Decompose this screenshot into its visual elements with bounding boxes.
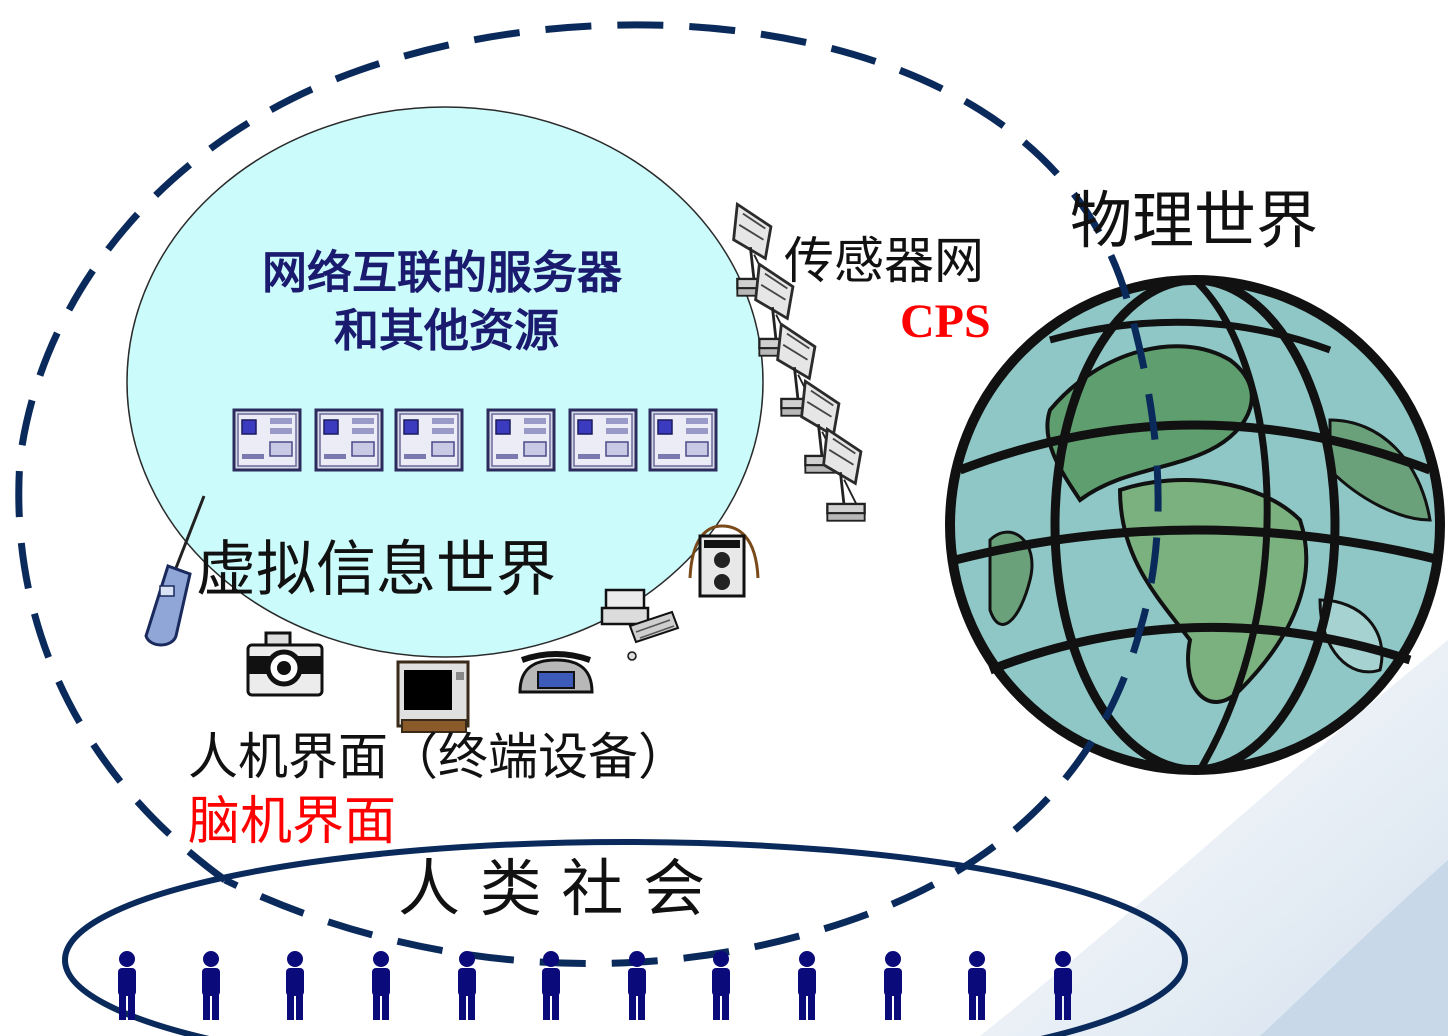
background-swoosh-light bbox=[1260, 860, 1448, 1036]
background-swoosh bbox=[980, 640, 1448, 1036]
person-icon bbox=[118, 951, 136, 1020]
person-icon bbox=[372, 951, 390, 1020]
server-icon bbox=[486, 408, 556, 472]
computer-terminal-icon bbox=[600, 588, 680, 661]
person-icon bbox=[628, 951, 646, 1020]
server-icon bbox=[568, 408, 638, 472]
cps-label: CPS bbox=[900, 295, 991, 348]
server-icon bbox=[232, 408, 302, 472]
cloud-text-line-1: 网络互联的服务器 bbox=[262, 246, 623, 299]
person-icon bbox=[286, 951, 304, 1020]
sensor-network-label: 传感器网 bbox=[784, 232, 984, 290]
human-society-label: 人 类 社 会 bbox=[398, 852, 706, 925]
server-icon bbox=[394, 408, 464, 472]
person-icon bbox=[712, 951, 730, 1020]
television-icon bbox=[396, 660, 470, 733]
person-icon bbox=[458, 951, 476, 1020]
person-icon bbox=[884, 951, 902, 1020]
server-icon bbox=[648, 408, 718, 472]
physical-world-boundary bbox=[15, 21, 1162, 967]
virtual-world-bubble bbox=[126, 106, 764, 658]
speaker-icon bbox=[688, 524, 760, 598]
mobile-phone-icon bbox=[144, 495, 206, 647]
globe-icon bbox=[945, 275, 1445, 775]
physical-world-label: 物理世界 bbox=[1070, 184, 1319, 257]
telephone-icon bbox=[518, 651, 594, 694]
bci-label: 脑机界面 bbox=[188, 792, 397, 852]
virtual-world-label: 虚拟信息世界 bbox=[196, 535, 556, 605]
camera-icon bbox=[246, 631, 324, 697]
antenna-dish-icon bbox=[822, 427, 867, 523]
person-icon bbox=[202, 951, 220, 1020]
person-icon bbox=[542, 951, 560, 1020]
human-society-ellipse bbox=[62, 839, 1188, 1036]
server-icon bbox=[314, 408, 384, 472]
person-icon bbox=[798, 951, 816, 1020]
person-icon bbox=[968, 951, 986, 1020]
people-row bbox=[118, 951, 1072, 1020]
cloud-text-line-2: 和其他资源 bbox=[334, 304, 560, 357]
hmi-label: 人机界面（终端设备） bbox=[188, 728, 688, 786]
